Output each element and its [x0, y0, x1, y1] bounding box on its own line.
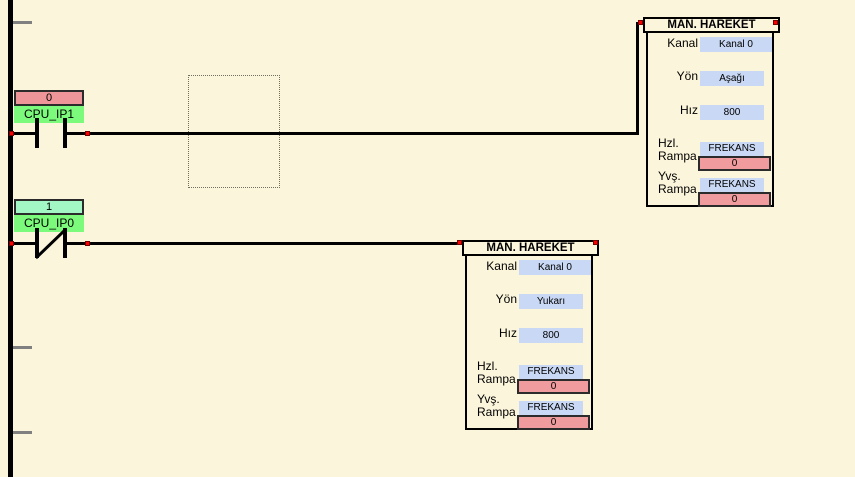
- field-value-hzl-rampa[interactable]: 0: [517, 379, 590, 394]
- field-label-yvs-rampa: Yvş. Rampa: [477, 393, 529, 419]
- selection-marquee: [188, 75, 280, 188]
- connection-marker: [85, 241, 90, 246]
- network-tick: [13, 346, 32, 349]
- field-value-hzl-rampa[interactable]: 0: [698, 156, 771, 171]
- left-power-rail: [8, 0, 13, 477]
- contact-state-value[interactable]: 1: [14, 199, 84, 215]
- connection-marker: [9, 241, 14, 246]
- field-label-line: Rampa: [658, 149, 697, 163]
- wire-segment: [13, 242, 35, 245]
- network-tick: [13, 21, 32, 24]
- field-label-line: Yvş.: [658, 169, 681, 183]
- field-label-hiz: Hız: [680, 103, 698, 117]
- field-label-line: Rampa: [658, 182, 697, 196]
- field-label-line: Hzl.: [477, 359, 498, 373]
- connection-marker: [457, 240, 462, 245]
- field-value-hiz[interactable]: 800: [519, 328, 583, 343]
- function-block-title: MAN. HAREKET: [643, 17, 780, 33]
- wire-segment: [636, 22, 639, 135]
- contact-symbol-nc[interactable]: [35, 228, 39, 258]
- contact-state-value[interactable]: 0: [14, 90, 84, 106]
- field-label-hiz: Hız: [499, 326, 517, 340]
- function-block-man-hareket[interactable]: MAN. HAREKET Kanal Kanal 0 Yön Aşağı Hız…: [643, 17, 780, 207]
- field-label-line: Rampa: [477, 372, 516, 386]
- field-value-yon[interactable]: Aşağı: [700, 71, 764, 86]
- field-mode-yvs-rampa[interactable]: FREKANS: [519, 401, 583, 415]
- field-value-kanal[interactable]: Kanal 0: [519, 260, 591, 275]
- wire-segment: [67, 132, 639, 135]
- connection-marker: [773, 20, 778, 25]
- contact-symbol-no[interactable]: [63, 118, 67, 148]
- contact-symbol-no[interactable]: [35, 118, 39, 148]
- connection-marker: [9, 131, 14, 136]
- field-value-yon[interactable]: Yukarı: [519, 294, 583, 309]
- function-block-man-hareket[interactable]: MAN. HAREKET Kanal Kanal 0 Yön Yukarı Hı…: [462, 240, 599, 430]
- field-label-hzl-rampa: Hzl. Rampa: [658, 137, 710, 163]
- field-label-kanal: Kanal: [667, 36, 698, 50]
- field-label-line: Rampa: [477, 405, 516, 419]
- field-label-yvs-rampa: Yvş. Rampa: [658, 170, 710, 196]
- field-mode-yvs-rampa[interactable]: FREKANS: [700, 178, 764, 192]
- wire-segment: [13, 132, 35, 135]
- field-label-line: Hzl.: [658, 136, 679, 150]
- field-label-yon: Yön: [495, 292, 517, 306]
- function-block-title: MAN. HAREKET: [462, 240, 599, 256]
- field-value-kanal[interactable]: Kanal 0: [700, 37, 772, 52]
- field-label-line: Yvş.: [477, 392, 500, 406]
- field-value-hiz[interactable]: 800: [700, 105, 764, 120]
- connection-marker: [593, 240, 598, 245]
- connection-marker: [85, 131, 90, 136]
- field-label-yon: Yön: [676, 69, 698, 83]
- field-value-yvs-rampa[interactable]: 0: [698, 192, 771, 207]
- field-mode-hzl-rampa[interactable]: FREKANS: [700, 142, 764, 156]
- contact-label-cpu-ip1[interactable]: CPU_IP1: [14, 106, 84, 123]
- field-label-kanal: Kanal: [486, 259, 517, 273]
- contact-label-cpu-ip0[interactable]: CPU_IP0: [14, 215, 84, 232]
- wire-segment: [67, 242, 465, 245]
- network-tick: [13, 431, 32, 434]
- field-mode-hzl-rampa[interactable]: FREKANS: [519, 365, 583, 379]
- field-label-hzl-rampa: Hzl. Rampa: [477, 360, 529, 386]
- field-value-yvs-rampa[interactable]: 0: [517, 415, 590, 430]
- connection-marker: [638, 20, 643, 25]
- contact-symbol-nc[interactable]: [63, 228, 67, 258]
